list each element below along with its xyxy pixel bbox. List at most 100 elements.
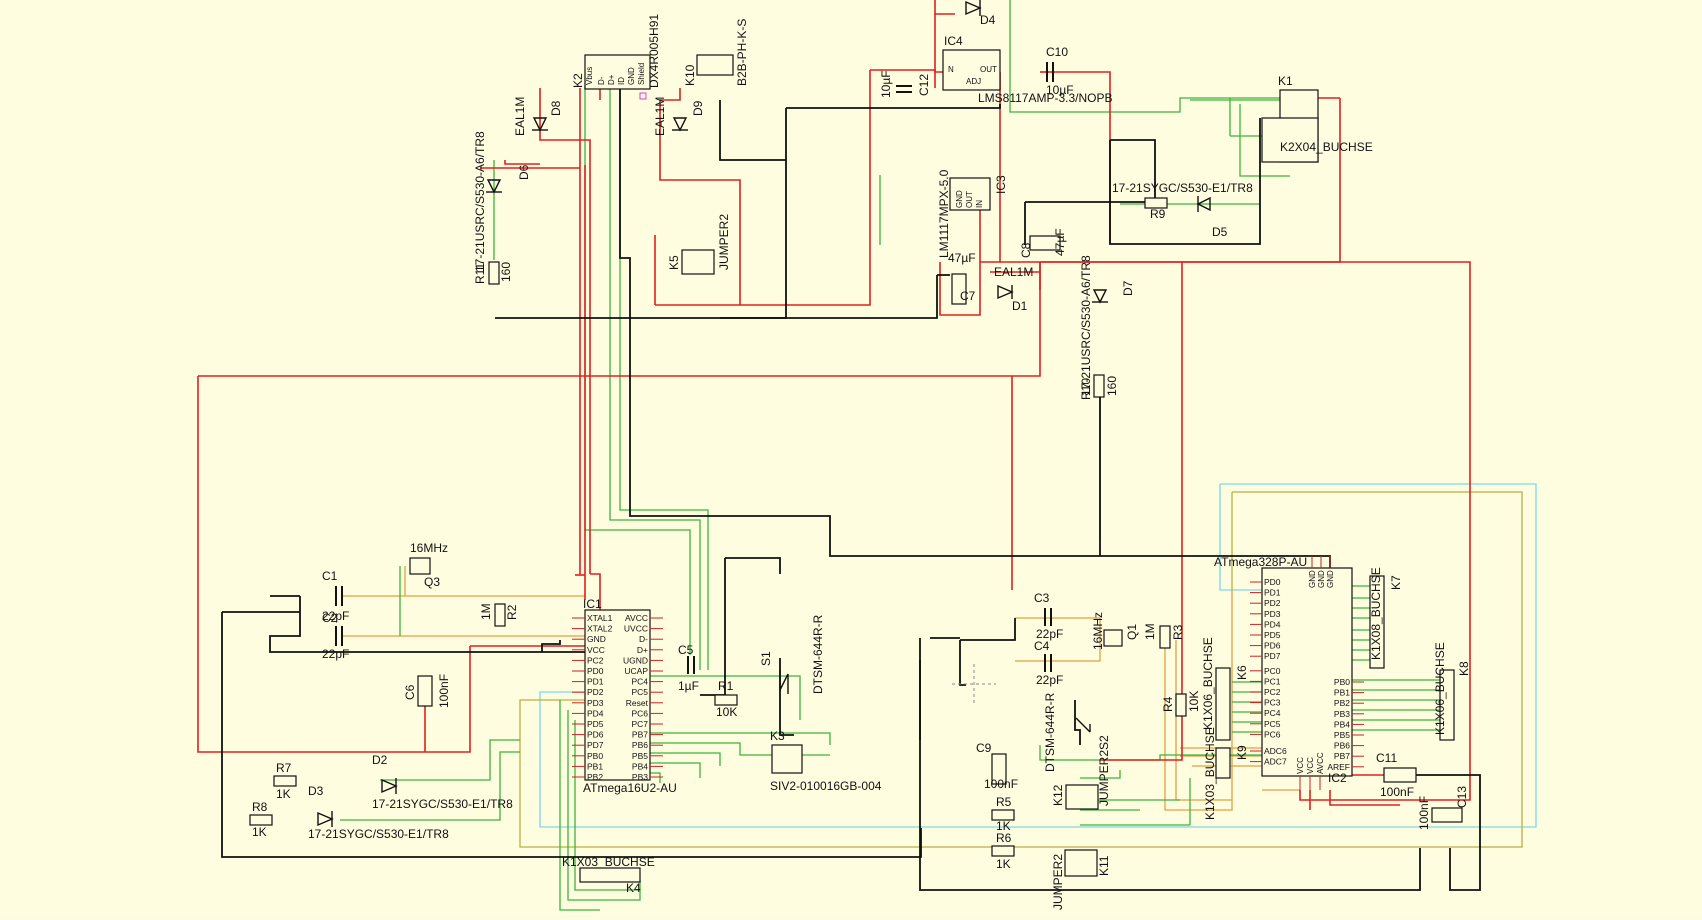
ic1-chip[interactable]: IC1 ATmega16U2-AU xyxy=(583,597,677,795)
svg-text:Shield: Shield xyxy=(637,63,646,85)
wires-olive xyxy=(519,491,1523,848)
ic1-pin-label: AVCC xyxy=(625,613,648,623)
c9-value: 100nF xyxy=(984,777,1018,791)
k11-label: K11 xyxy=(1097,855,1111,876)
ic2-pin-label: PB4 xyxy=(1334,719,1350,729)
capacitor-c3[interactable]: C3 22pF xyxy=(1034,591,1063,641)
ic2-chip[interactable]: ATmega328P-AU IC2 xyxy=(1214,555,1353,785)
k10-connector[interactable]: K10 B2B-PH-K-S xyxy=(683,19,749,86)
resistor-r7[interactable]: R7 1K xyxy=(273,761,297,801)
resistor-r1[interactable]: R1 10K xyxy=(714,679,738,719)
resistor-r2[interactable]: 1M R2 xyxy=(479,603,519,627)
capacitor-c9[interactable]: C9 100nF xyxy=(976,741,1018,791)
capacitor-c8[interactable]: C8 47µF xyxy=(1019,228,1067,258)
svg-text:ADJ: ADJ xyxy=(966,77,981,86)
led-d6[interactable]: 17-21USRC/S530-A6/TR8 D6 xyxy=(473,131,531,272)
c8-label: C8 xyxy=(1019,242,1033,258)
diode-d9[interactable]: D9 EAL1M xyxy=(653,97,705,136)
led-d7[interactable]: 17-21USRC/S530-A6/TR8 D7 xyxy=(1079,255,1135,396)
ic4-label: IC4 xyxy=(944,34,963,48)
resistor-r8[interactable]: R8 1K xyxy=(249,800,273,839)
resistor-r4[interactable]: R4 10K xyxy=(1161,691,1201,717)
capacitor-c7[interactable]: 47µF C7 xyxy=(948,251,976,305)
c6-label: C6 xyxy=(403,684,417,700)
c7-value: 47µF xyxy=(948,251,976,265)
capacitor-c5[interactable]: C5 1µF xyxy=(678,643,699,693)
k4-header[interactable]: K1X03_BUCHSE K4 xyxy=(562,855,655,895)
svg-text:D-: D- xyxy=(597,76,606,85)
ic1-pin-label: UVCC xyxy=(624,624,648,634)
r8-value: 1K xyxy=(252,825,267,839)
c10-label: C10 xyxy=(1046,45,1068,59)
led-d3[interactable]: D3 17-21SYGC/S530-E1/TR8 xyxy=(308,784,449,841)
d2-value: 17-21SYGC/S530-E1/TR8 xyxy=(372,797,513,811)
ic4-regulator[interactable]: N OUT ADJ IC4 LMS8117AMP-3.3/NOPB xyxy=(942,34,1113,105)
svg-text:ID: ID xyxy=(617,77,626,85)
resistor-r11[interactable]: R11 160 xyxy=(473,261,513,285)
k5-jumper[interactable]: K5 JUMPER2 xyxy=(667,214,731,275)
ic1-value: ATmega16U2-AU xyxy=(583,781,677,795)
c7-label: C7 xyxy=(960,289,976,303)
k3-switch[interactable]: K3 SIV2-010016GB-004 xyxy=(770,729,882,793)
led-d2[interactable]: D2 17-21SYGC/S530-E1/TR8 xyxy=(372,753,513,811)
capacitor-c6[interactable]: C6 100nF xyxy=(403,674,451,708)
resistor-r10[interactable]: R10 160 xyxy=(1079,374,1119,400)
svg-text:GND: GND xyxy=(627,67,636,85)
k9-header[interactable]: K1X03_BUCHSE K9 xyxy=(1203,727,1249,820)
capacitor-c10[interactable]: C10 10µF xyxy=(1046,45,1074,97)
diode-d1[interactable]: D1 EAL1M xyxy=(994,265,1033,313)
r6-value: 1K xyxy=(996,857,1011,871)
capacitor-c2[interactable]: C2 22pF xyxy=(322,611,349,661)
ic1-pin-label: PB0 xyxy=(587,751,603,761)
k6-header[interactable]: K1X06_BUCHSE K6 xyxy=(1201,637,1249,741)
k7-header[interactable]: K1X08_BUCHSE K7 xyxy=(1369,567,1403,669)
ic2-pins: PD0PD1PD2PD3PD4PD5PD6PD7PC0PC1PC2PC3PC4P… xyxy=(1250,556,1364,790)
ic1-pin-label: PD5 xyxy=(587,719,604,729)
ic2-pin-label: PC4 xyxy=(1264,708,1281,718)
ic1-pin-label: VCC xyxy=(587,645,605,655)
k3-label: K3 xyxy=(770,729,785,743)
switch-s2[interactable]: S2 DTSM-644R-R xyxy=(1043,692,1111,772)
k11-jumper[interactable]: JUMPER2 K11 xyxy=(1051,849,1111,910)
ic2-pin-label: VCC xyxy=(1306,757,1315,774)
capacitor-c13[interactable]: 100nF C13 xyxy=(1417,786,1469,830)
r10-label: R10 xyxy=(1079,378,1093,400)
resistor-r9[interactable]: R9 xyxy=(1144,197,1168,221)
s1-label: S1 xyxy=(759,651,773,666)
ic1-pin-label: PB7 xyxy=(632,730,648,740)
resistor-r6[interactable]: R6 1K xyxy=(991,831,1015,871)
d8-label: D8 xyxy=(549,100,563,116)
ic1-pin-label: PD2 xyxy=(587,687,604,697)
crystal-q3[interactable]: 16MHz Q3 xyxy=(409,541,448,589)
q3-label: Q3 xyxy=(424,575,440,589)
crystal-q1[interactable]: 16MHz Q1 xyxy=(1091,612,1139,650)
r1-label: R1 xyxy=(718,679,734,693)
led-d5[interactable]: 17-21SYGC/S530-E1/TR8 D5 xyxy=(1112,181,1253,239)
svg-text:IN: IN xyxy=(975,200,984,208)
q1-label: Q1 xyxy=(1125,624,1139,640)
ic1-pins: XTAL1XTAL2GNDVCCPC2PD0PD1PD2PD3PD4PD5PD6… xyxy=(572,613,663,782)
ic2-pin-label: PD0 xyxy=(1264,577,1281,587)
capacitor-c4[interactable]: C4 22pF xyxy=(1034,639,1063,687)
ic3-regulator[interactable]: GND OUT IN IC3 LM1117MPX-5.0 xyxy=(937,169,1008,258)
capacitor-c11[interactable]: C11 100nF xyxy=(1376,751,1417,799)
r2-label: R2 xyxy=(505,604,519,620)
diode-d4[interactable]: D4 xyxy=(965,0,996,27)
capacitor-c1[interactable]: C1 xyxy=(322,569,343,606)
resistor-r3[interactable]: 1M R3 xyxy=(1143,623,1185,649)
d4-label: D4 xyxy=(980,13,996,27)
ic2-pin-label: PD5 xyxy=(1264,630,1281,640)
d6-value: 17-21USRC/S530-A6/TR8 xyxy=(473,131,487,272)
diode-d8[interactable]: D8 EAL1M xyxy=(513,97,563,136)
resistor-r5[interactable]: R5 1K xyxy=(991,795,1015,833)
switch-s1[interactable]: S1 DTSM-644R-R xyxy=(759,614,825,694)
k2-usb-connector[interactable]: Vbus D- D+ ID GND Shield K2 DX4R005H91 xyxy=(571,14,661,100)
ic1-pin-label: UGND xyxy=(623,655,648,665)
k12-jumper[interactable]: K12 JUMPER2 xyxy=(1051,750,1111,810)
capacitor-c12[interactable]: 10µF C12 xyxy=(879,70,931,98)
d7-value: 17-21USRC/S530-A6/TR8 xyxy=(1079,255,1093,396)
k1-connector[interactable]: K1 K2X04_BUCHSE xyxy=(1261,74,1373,163)
ic2-pin-label: ADC7 xyxy=(1264,757,1287,767)
k8-header[interactable]: K1X06_BUCHSE K8 xyxy=(1433,642,1471,741)
ic2-pin-label: PB5 xyxy=(1334,730,1350,740)
